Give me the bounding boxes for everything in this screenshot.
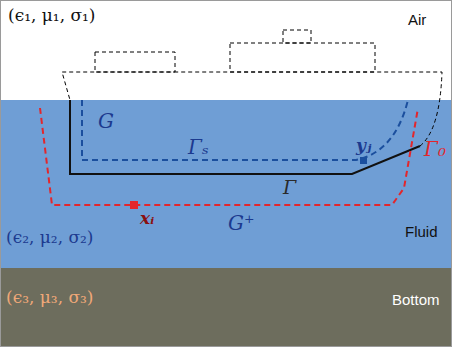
hull-outline (62, 72, 442, 146)
source-surface (82, 100, 408, 160)
region-band: (ϵ₂, μ₂, σ₂) Fluid (0, 100, 452, 268)
surface-label: Γ₀ (424, 138, 446, 160)
point-label: yⱼ (356, 136, 371, 155)
source-point (360, 157, 367, 164)
material-parameters: (ϵ₁, μ₁, σ₁) (8, 6, 96, 25)
bottom-region (0, 268, 452, 347)
material-parameters: (ϵ₂, μ₂, σ₂) (6, 228, 94, 247)
domain-label: G⁺ (228, 212, 255, 234)
region-name: Fluid (405, 224, 438, 241)
fluid-region (0, 100, 452, 268)
measurement-point (130, 201, 138, 209)
region-name: Air (408, 12, 426, 29)
region-band: (ϵ₁, μ₁, σ₁) Air (0, 0, 452, 100)
region-band: (ϵ₃, μ₃, σ₃) Bottom (0, 268, 452, 347)
air-region (0, 0, 452, 100)
surface-label: Γₛ (188, 136, 209, 158)
measurement-surface (40, 108, 418, 205)
material-parameters: (ϵ₃, μ₃, σ₃) (6, 288, 94, 307)
superstructure (95, 52, 175, 72)
hull-boundary (70, 100, 420, 174)
domain-label: G (98, 110, 114, 132)
superstructure (283, 30, 311, 43)
surface-label: Γ (283, 177, 296, 198)
point-label: xᵢ (140, 209, 154, 228)
region-name: Bottom (392, 292, 440, 309)
superstructure (230, 43, 375, 72)
